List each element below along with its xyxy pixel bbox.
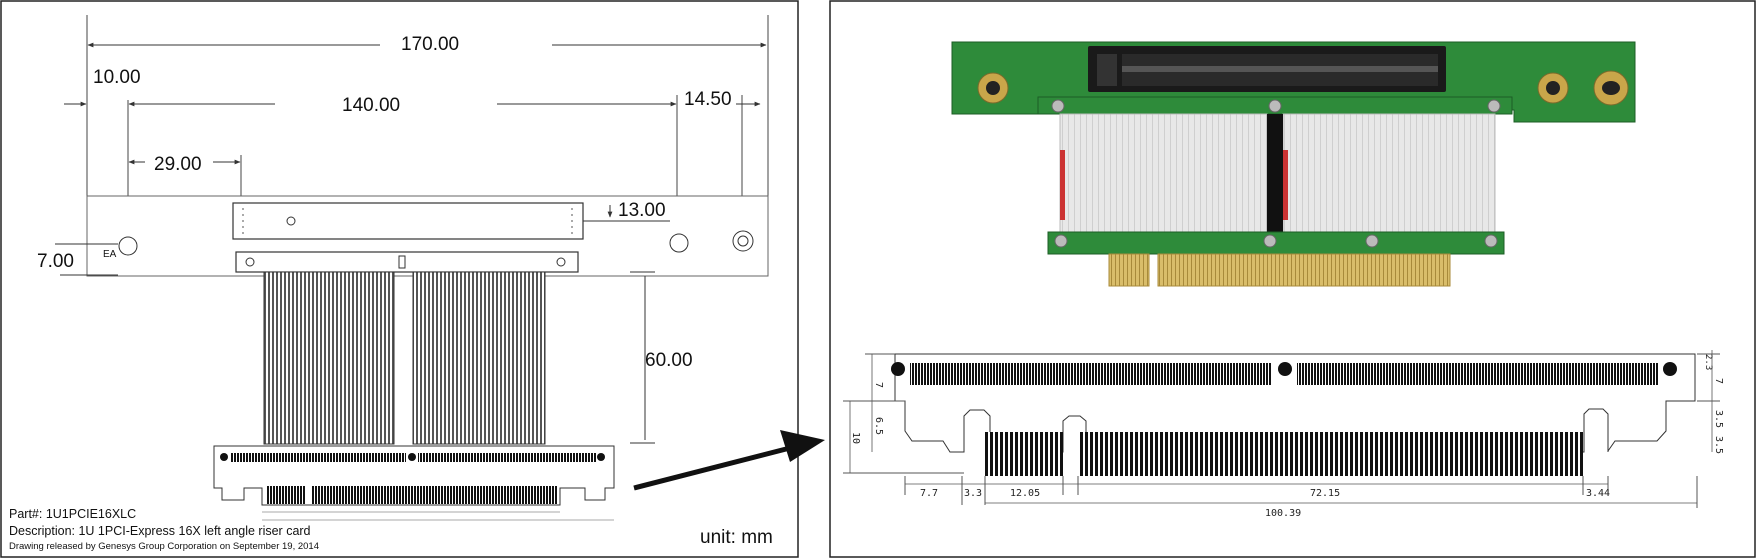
detail-dim-left-6-5: 6.5 <box>873 417 884 435</box>
dim-cable-length: 60.00 <box>645 350 693 371</box>
dim-hole-spacing: 140.00 <box>342 95 400 116</box>
unit-label: unit: mm <box>700 527 773 548</box>
cable-bracket-top <box>235 251 579 273</box>
dim-overall-width: 170.00 <box>401 34 459 55</box>
mounting-hole-right <box>732 230 754 252</box>
ribbon-cable-right <box>412 271 546 445</box>
dim-hole-height: 7.00 <box>37 251 74 272</box>
detail-dim-right-7: 7 <box>1713 378 1724 384</box>
dim-slot-height: 13.00 <box>618 200 666 221</box>
mechanical-drawing: 170.00 10.00 140.00 14.50 29.00 13.00 EA <box>9 15 773 552</box>
riser-card-photo <box>951 41 1636 287</box>
detail-arrow-line <box>633 445 791 491</box>
hole-label: EA <box>103 249 117 260</box>
detail-dim-3-44: 3.44 <box>1586 488 1610 499</box>
detail-arrow-head <box>780 430 825 462</box>
dim-left-margin: 10.00 <box>93 67 141 88</box>
part-number: Part#: 1U1PCIE16XLC <box>9 507 136 521</box>
detail-dim-3-3: 3.3 <box>964 488 982 499</box>
ribbon-cable-left <box>263 271 395 445</box>
detail-dim-7-7: 7.7 <box>920 488 938 499</box>
mounting-hole-left <box>118 236 138 256</box>
connector-detail-drawing: 7.7 3.3 12.05 72.15 3.44 100.39 7 6.5 10… <box>843 350 1724 519</box>
detail-dim-72-15: 72.15 <box>1310 488 1340 499</box>
detail-dim-left-7: 7 <box>873 382 884 388</box>
release-note: Drawing released by Genesys Group Corpor… <box>9 541 319 552</box>
detail-dim-right-2-3: 2.3 <box>1703 354 1713 370</box>
detail-dim-right-3-5b: 3.5 <box>1713 436 1724 454</box>
description: Description: 1U 1PCI-Express 16X left an… <box>9 524 311 538</box>
detail-dim-right-3-5a: 3.5 <box>1713 410 1724 428</box>
dim-slot-offset: 29.00 <box>154 154 202 175</box>
detail-dim-left-10: 10 <box>850 432 861 444</box>
left-panel-border <box>0 0 799 558</box>
mounting-hole-mid <box>669 233 689 253</box>
right-panel-border <box>829 0 1756 558</box>
detail-dim-100-39: 100.39 <box>1265 508 1301 519</box>
detail-dim-12-05: 12.05 <box>1010 488 1040 499</box>
bottom-board-drawing <box>213 445 615 521</box>
slot-connector <box>232 202 584 240</box>
dim-right-margin: 14.50 <box>684 89 732 110</box>
